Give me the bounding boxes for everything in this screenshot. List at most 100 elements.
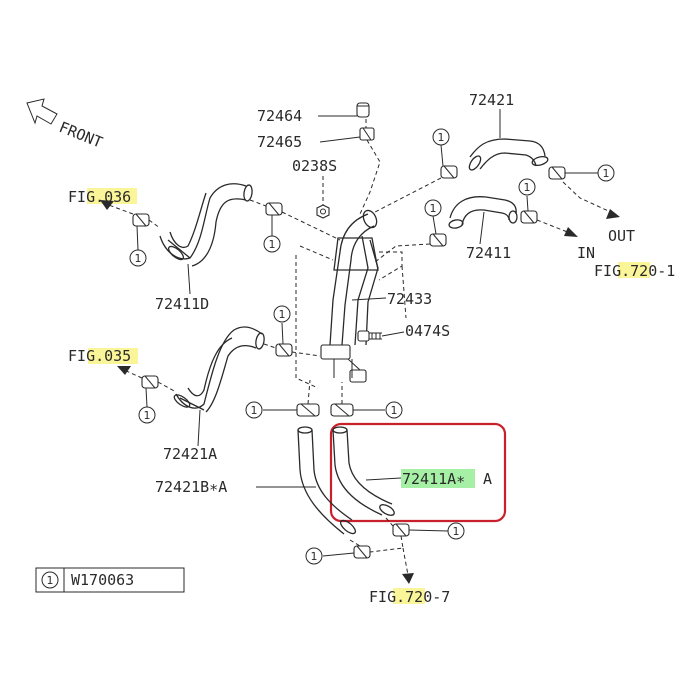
dash-72411d-right	[249, 199, 341, 241]
callout-number: 1	[269, 238, 276, 251]
callout-circle	[245, 401, 263, 419]
figure-ref-036: FIG.036	[68, 188, 131, 206]
label-in: IN	[577, 244, 595, 262]
dash-72411-left	[374, 243, 431, 263]
leader-clamp-72411d-left	[136, 225, 139, 251]
highlight-fig720-7	[393, 588, 425, 604]
selection-box	[329, 422, 507, 523]
label-72411a-highlighted: 72411A∗	[402, 470, 465, 488]
callout-number: 1	[430, 202, 437, 215]
leader-72411a	[365, 477, 402, 481]
clamp-bottom-right	[392, 523, 410, 537]
leader-72433	[351, 297, 387, 301]
callout-circle	[432, 128, 450, 146]
dash-72421-left	[374, 177, 442, 213]
bolt-0474s-part	[357, 330, 382, 342]
leader-clamp-72421a-right	[281, 322, 284, 345]
label-0474s: 0474S	[405, 322, 450, 340]
clamp-bottom-left	[353, 545, 371, 559]
clamp-72411d-left	[132, 213, 150, 227]
clamp-middle-left	[296, 403, 320, 417]
leader-clamp-72411-left	[432, 215, 437, 235]
dash-72464-down	[359, 119, 381, 215]
legend-box: 1 W170063	[35, 567, 185, 593]
dash-72433-right	[378, 251, 407, 319]
clamp-72411-left	[429, 233, 447, 247]
callout-circle	[424, 199, 442, 217]
figure-ref-720-7: FIG.720-7	[369, 588, 450, 606]
hose-72421-part	[468, 138, 549, 171]
leader-72421a	[197, 409, 201, 447]
dash-72433-left	[295, 245, 334, 389]
highlight-fig720-1	[618, 262, 650, 278]
front-arrow-icon	[26, 98, 58, 125]
hose-72421b-part	[297, 426, 357, 535]
leader-clamp-72421-left	[440, 144, 444, 167]
callout-number: 1	[453, 525, 460, 538]
clamp-72411-right	[520, 210, 538, 224]
legend-part-number: W170063	[71, 571, 134, 589]
leader-0474s	[381, 331, 405, 337]
nut-0238s-part	[316, 204, 330, 219]
dash-72421-out	[562, 181, 616, 215]
fig035-arrow-icon	[117, 366, 131, 375]
highlight-fig036	[87, 188, 137, 204]
callout-number: 1	[524, 181, 531, 194]
figure-ref-720-1: FIG.720-1	[594, 262, 675, 280]
callout-number: 1	[603, 167, 610, 180]
callout-circle	[385, 401, 403, 419]
hose-72411-part	[448, 196, 518, 229]
leader-72411d	[187, 263, 191, 295]
callout-circle	[129, 249, 147, 267]
cap-72464-part	[356, 102, 370, 118]
leader-clamp-bottom-right	[408, 529, 449, 532]
label-72421b: 72421B∗A	[155, 478, 227, 496]
label-72411d: 72411D	[155, 295, 209, 313]
front-label: FRONT	[57, 118, 106, 152]
hose-72411a-part	[332, 426, 395, 516]
label-72421: 72421	[469, 91, 514, 109]
label-72411a-tail: A	[483, 470, 492, 488]
leader-clamp-72421a-left	[145, 387, 148, 408]
hose-72421a-part	[173, 326, 265, 413]
dash-72411-in	[536, 219, 571, 234]
clamp-72421-right	[548, 166, 566, 180]
label-72465: 72465	[257, 133, 302, 151]
clamp-middle-right	[330, 403, 354, 417]
callout-group: 1 1 1 1 1 1 1 1 1 1 1 1	[129, 128, 615, 565]
dash-72411d-left	[105, 203, 161, 229]
label-72433: 72433	[387, 290, 432, 308]
callout-number: 1	[438, 131, 445, 144]
leader-clamp-bottom-left	[322, 552, 355, 557]
dash-bottom-clamps	[349, 517, 404, 553]
hose-72411d-part	[159, 183, 253, 267]
clamp-72421-left	[440, 165, 458, 179]
label-72411: 72411	[466, 244, 511, 262]
callout-circle	[597, 164, 615, 182]
label-0238s: 0238S	[292, 157, 337, 175]
clamp-72411d-right	[265, 202, 283, 216]
legend-number: 1	[47, 574, 54, 587]
label-72464: 72464	[257, 107, 302, 125]
callout-circle	[138, 406, 156, 424]
out-arrow-icon	[606, 209, 620, 219]
callout-circle	[518, 178, 536, 196]
label-72421a: 72421A	[163, 445, 217, 463]
leader-72411	[479, 211, 485, 245]
callout-number: 1	[135, 252, 142, 265]
highlight-fig035	[88, 348, 138, 364]
callout-circle	[305, 547, 323, 565]
clip-72465-part	[359, 127, 375, 141]
callout-number: 1	[251, 404, 258, 417]
in-arrow-icon	[564, 227, 578, 237]
clamp-72421a-right	[275, 343, 293, 357]
dash-72421a-right	[263, 343, 321, 357]
figure-ref-035: FIG.035	[68, 347, 131, 365]
callout-number: 1	[391, 404, 398, 417]
callout-circle	[273, 305, 291, 323]
callout-circle	[263, 235, 281, 253]
callout-number: 1	[279, 308, 286, 321]
dash-middle-up	[307, 379, 343, 405]
callout-number: 1	[311, 550, 318, 563]
